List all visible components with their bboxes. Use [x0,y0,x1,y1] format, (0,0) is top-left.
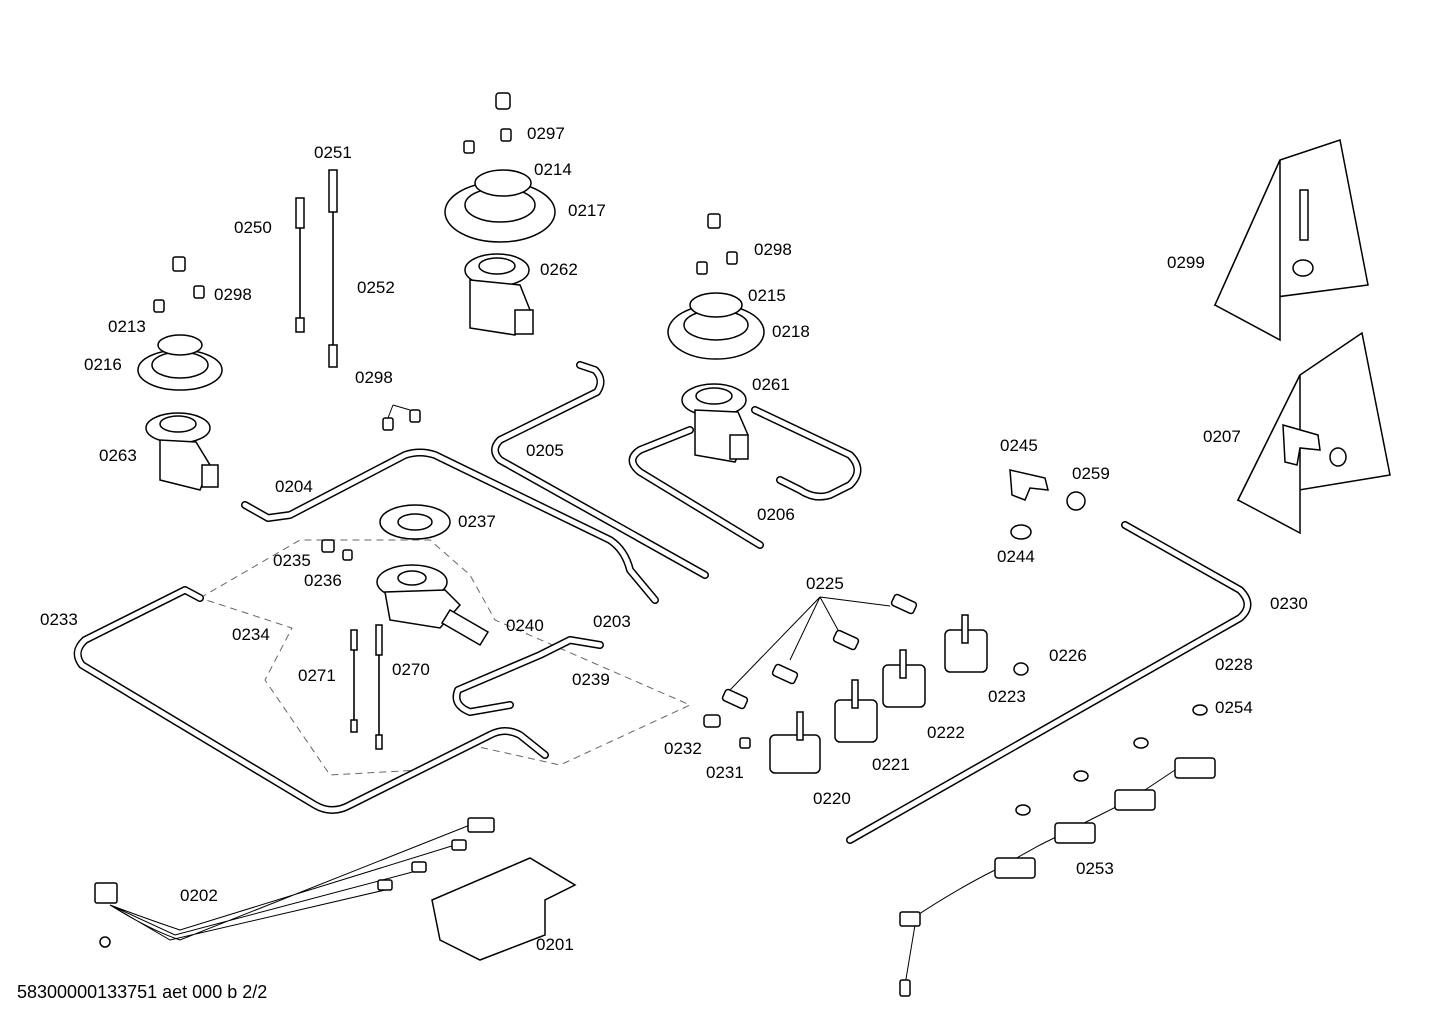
label-0252: 0252 [357,278,395,297]
document-id: 58300000133751 aet 000 b 2/2 [17,982,268,1002]
assembly-dashed-outline [198,539,692,776]
label-0231: 0231 [706,763,744,782]
gas-pipe-0205 [491,361,709,579]
label-0204: 0204 [275,477,313,496]
label-0205: 0205 [526,441,564,460]
burner-left [137,334,223,491]
gas-pipe-0203 [452,636,604,716]
ignition-electrodes [295,169,383,750]
label-0232: 0232 [664,739,702,758]
gas-pipe-0230 [846,521,1252,844]
ignition-switch-harness-0253 [899,757,1216,997]
label-0234: 0234 [232,625,270,644]
label-0299: 0299 [1167,253,1205,272]
label-0250: 0250 [234,218,272,237]
thermocouples-0225 [703,593,918,749]
gas-pipe-0206 [628,406,862,549]
burner-center [376,504,490,647]
label-0259: 0259 [1072,464,1110,483]
service-kit-0207 [1236,331,1391,535]
label-0201: 0201 [536,935,574,954]
label-0240: 0240 [506,616,544,635]
label-0207: 0207 [1203,427,1241,446]
gas-pipe-0233 [73,586,549,814]
label-0235: 0235 [273,551,311,570]
label-0251: 0251 [314,143,352,162]
label-0298-right: 0298 [754,240,792,259]
label-0244: 0244 [997,547,1035,566]
label-0226: 0226 [1049,646,1087,665]
label-0223: 0223 [988,687,1026,706]
wiring-harness-0202 [94,817,495,948]
label-0217: 0217 [568,201,606,220]
label-0213: 0213 [108,317,146,336]
label-0298-center: 0298 [355,368,393,387]
label-0233: 0233 [40,610,78,629]
label-0261: 0261 [752,375,790,394]
label-0215: 0215 [748,286,786,305]
label-0220: 0220 [813,789,851,808]
fittings [1009,469,1208,816]
label-0222: 0222 [927,723,965,742]
label-0245: 0245 [1000,436,1038,455]
label-0237: 0237 [458,512,496,531]
label-0253: 0253 [1076,859,1114,878]
burner-right [667,292,765,463]
label-0298-left: 0298 [214,285,252,304]
spark-module-0201 [431,857,577,961]
label-0203: 0203 [593,612,631,631]
label-0230: 0230 [1270,594,1308,613]
label-0218: 0218 [772,322,810,341]
label-0228: 0228 [1215,655,1253,674]
label-0239: 0239 [572,670,610,689]
label-0214: 0214 [534,160,572,179]
label-0271: 0271 [298,666,336,685]
label-0263: 0263 [99,446,137,465]
label-0216: 0216 [84,355,122,374]
burner-top [444,169,556,336]
service-kit-0299 [1213,139,1369,342]
nozzles-and-screws [153,92,738,561]
label-0202: 0202 [180,886,218,905]
label-0206: 0206 [757,505,795,524]
label-0221: 0221 [872,755,910,774]
label-0297: 0297 [527,124,565,143]
label-0262: 0262 [540,260,578,279]
label-0225: 0225 [806,574,844,593]
gas-taps [769,614,988,774]
label-0270: 0270 [392,660,430,679]
label-0254: 0254 [1215,698,1253,717]
gas-pipe-0204 [241,448,659,604]
label-0236: 0236 [304,571,342,590]
